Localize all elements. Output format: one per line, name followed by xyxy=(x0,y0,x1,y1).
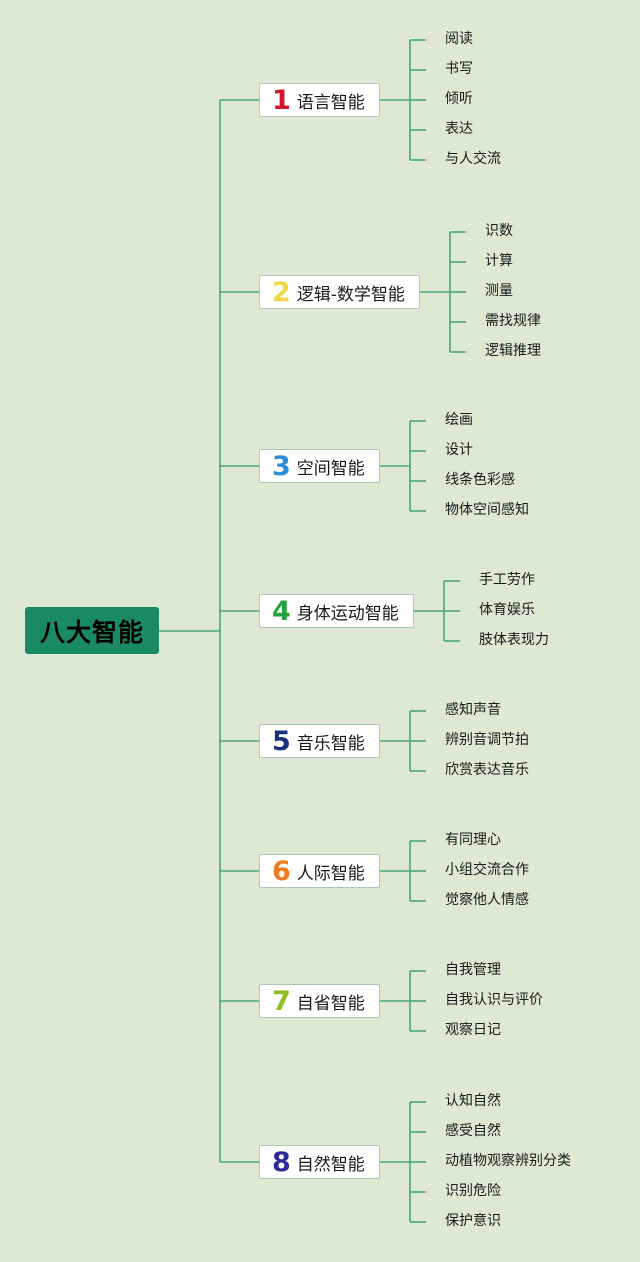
leaf-item: 感知声音 xyxy=(445,702,501,718)
leaf-item: 保护意识 xyxy=(445,1213,501,1229)
leaf-item: 感受自然 xyxy=(445,1123,501,1139)
leaf-item: 肢体表现力 xyxy=(479,632,549,648)
leaf-item: 设计 xyxy=(445,442,473,458)
branch-label: 音乐智能 xyxy=(296,733,365,754)
leaf-item: 自我认识与评价 xyxy=(445,992,543,1008)
leaf-item: 表达 xyxy=(445,121,473,137)
leaf-item: 线条色彩感 xyxy=(445,472,515,488)
branch-number: 6 xyxy=(272,855,291,887)
leaf-item: 觉察他人情感 xyxy=(445,892,529,908)
root-label: 八大智能 xyxy=(39,617,144,647)
leaf-item: 识别危险 xyxy=(445,1183,501,1199)
leaf-item: 识数 xyxy=(485,223,513,239)
leaf-item: 书写 xyxy=(445,61,473,77)
leaf-item: 测量 xyxy=(485,283,513,299)
root-node: 八大智能 xyxy=(25,607,159,654)
branch-number: 2 xyxy=(272,276,291,308)
leaf-item: 认知自然 xyxy=(445,1093,501,1109)
branch-label: 空间智能 xyxy=(296,458,365,479)
branch-number: 5 xyxy=(272,725,291,757)
leaf-item: 小组交流合作 xyxy=(445,862,529,878)
leaf-item: 需找规律 xyxy=(485,313,541,329)
branch-label: 人际智能 xyxy=(296,863,365,884)
branch-number: 8 xyxy=(272,1146,291,1178)
branch-label: 逻辑-数学智能 xyxy=(296,284,405,305)
branch-label: 自然智能 xyxy=(296,1154,365,1175)
leaf-item: 阅读 xyxy=(445,31,473,47)
leaf-item: 有同理心 xyxy=(445,832,501,848)
leaf-item: 逻辑推理 xyxy=(485,343,541,359)
branch-number: 4 xyxy=(272,595,291,627)
leaf-item: 观察日记 xyxy=(445,1022,501,1038)
leaf-item: 与人交流 xyxy=(445,151,501,167)
leaf-item: 物体空间感知 xyxy=(445,502,529,518)
leaf-item: 辨别音调节拍 xyxy=(445,732,529,748)
leaf-item: 绘画 xyxy=(445,412,473,428)
leaf-item: 自我管理 xyxy=(445,962,501,978)
leaf-item: 体育娱乐 xyxy=(479,602,535,618)
leaf-item: 倾听 xyxy=(445,91,473,107)
branch-label: 语言智能 xyxy=(296,92,365,113)
branch-number: 1 xyxy=(272,84,291,116)
branch-label: 身体运动智能 xyxy=(296,603,399,624)
leaf-item: 欣赏表达音乐 xyxy=(445,762,529,778)
leaf-item: 手工劳作 xyxy=(479,572,535,588)
leaf-item: 动植物观察辨别分类 xyxy=(445,1153,571,1169)
branch-number: 3 xyxy=(272,450,291,482)
leaf-item: 计算 xyxy=(485,253,513,269)
branch-number: 7 xyxy=(272,985,291,1017)
branch-label: 自省智能 xyxy=(296,993,365,1014)
